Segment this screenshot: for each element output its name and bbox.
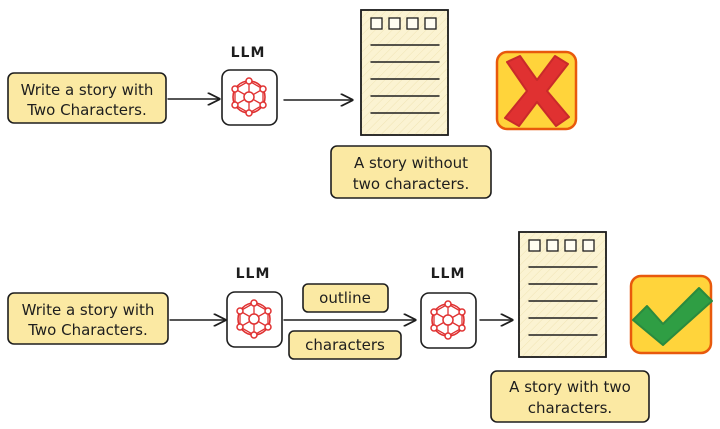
top-result-box: A story without two characters. [330, 145, 492, 199]
top-prompt-line-1: Write a story with [21, 81, 154, 99]
bottom-result-line-2: characters. [528, 399, 612, 417]
step-outline-label: outline [319, 289, 371, 307]
bottom-step-outline: outline [302, 283, 389, 313]
top-prompt-line-2: Two Characters. [26, 101, 147, 119]
bottom-llm1-node [226, 291, 283, 348]
top-llm-label: LLM [231, 45, 266, 61]
bottom-verdict [629, 274, 713, 355]
top-prompt-box: Write a story with Two Characters. [7, 72, 167, 124]
bottom-document-icon [518, 231, 607, 358]
top-result-line-1: A story without [354, 154, 468, 172]
cross-icon [504, 55, 570, 127]
bottom-step-characters: characters [288, 330, 402, 360]
step-characters-label: characters [305, 336, 385, 354]
bottom-llm2-label: LLM [431, 266, 466, 282]
bottom-llm2-node [420, 292, 477, 349]
top-result-line-2: two characters. [353, 175, 470, 193]
check-icon [632, 287, 713, 346]
bottom-result-box: A story with two characters. [490, 370, 650, 423]
bottom-prompt-line-2: Two Characters. [27, 321, 148, 339]
bottom-prompt-line-1: Write a story with [22, 301, 155, 319]
top-document-icon [360, 9, 449, 136]
bottom-result-line-1: A story with two [509, 378, 631, 396]
top-verdict [495, 50, 578, 131]
bottom-llm1-label: LLM [236, 266, 271, 282]
top-llm-node [221, 69, 278, 126]
bottom-prompt-box: Write a story with Two Characters. [7, 292, 169, 345]
